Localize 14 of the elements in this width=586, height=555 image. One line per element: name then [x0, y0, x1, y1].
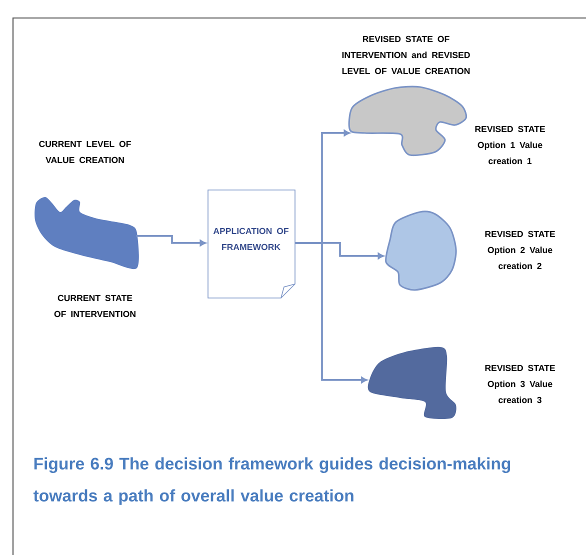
state-label: REVISED STATE OF INTERVENTION and REVISED LEVEL OF VALUE CREATION	[342, 36, 470, 74]
document-box: APPLICATION OF FRAMEWORK	[208, 190, 296, 298]
blob-shape	[368, 346, 456, 419]
blob-shape	[34, 197, 139, 270]
figure-caption: Figure 6.9 The decision framework guides decision-making towards a path of overall value creation	[33, 457, 510, 505]
arrow	[295, 242, 368, 384]
state-label: CURRENT STATE OF INTERVENTION	[54, 294, 136, 318]
state-label: REVISED STATE Option 1 Value creation 1	[475, 126, 545, 164]
state-label: REVISED STATE Option 2 Value creation 2	[485, 230, 555, 270]
arrow	[136, 235, 206, 246]
state-label: CURRENT LEVEL OF VALUE CREATION	[39, 140, 131, 164]
state-label: REVISED STATE Option 3 Value creation 3	[485, 364, 555, 404]
blob-shape	[385, 210, 457, 291]
blob-shape	[348, 86, 468, 156]
